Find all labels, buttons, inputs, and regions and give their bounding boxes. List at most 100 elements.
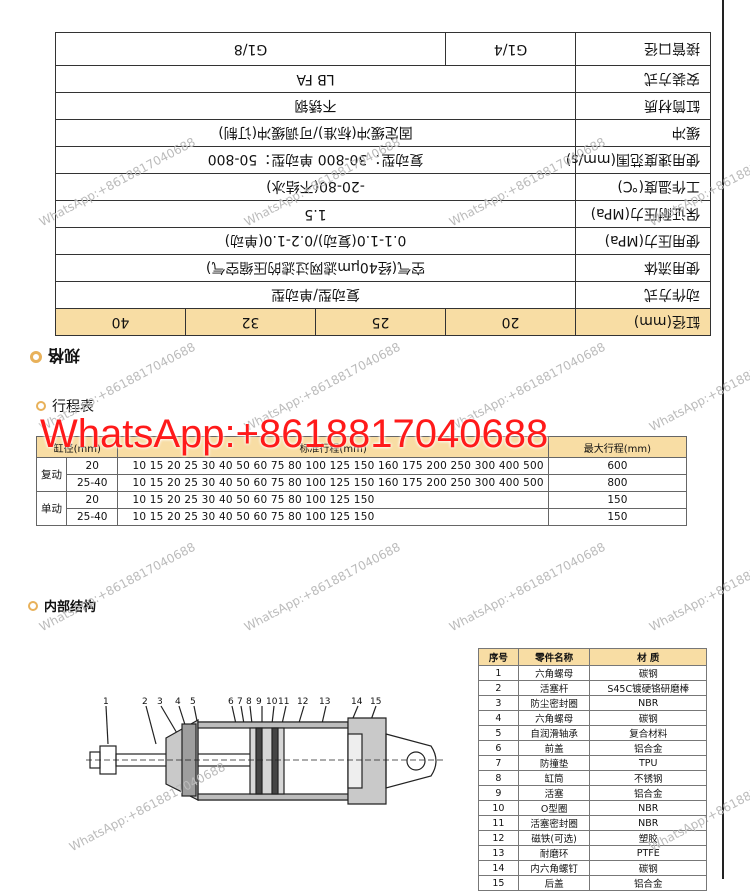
parts-no: 13 xyxy=(478,845,519,861)
stroke-row: 25-40 10 15 20 25 30 40 50 60 75 80 100 … xyxy=(37,474,688,492)
parts-name: 防尘密封圈 xyxy=(517,695,591,711)
parts-name: 自润滑轴承 xyxy=(517,725,591,741)
spec-row: 使用压力(MPa) 0.1-1.0(复动)/0.2-1.0(单动) xyxy=(55,227,711,255)
stroke-bore: 25-40 xyxy=(65,508,119,526)
parts-material: PTFE xyxy=(589,845,707,861)
drawing-label: 3 xyxy=(157,697,163,707)
parts-no: 10 xyxy=(478,800,519,816)
parts-material: TPU xyxy=(589,755,707,771)
parts-no: 8 xyxy=(478,770,519,786)
parts-header: 零件名称 xyxy=(517,648,591,666)
parts-no: 11 xyxy=(478,815,519,831)
bullet-icon xyxy=(28,600,38,611)
parts-no: 3 xyxy=(478,695,519,711)
parts-no: 6 xyxy=(478,740,519,756)
spec-label: 安装方式 xyxy=(575,65,711,93)
page-edge-line xyxy=(722,0,724,879)
parts-no: 2 xyxy=(478,680,519,696)
drawing-label: 6 xyxy=(228,697,234,707)
drawing-label: 9 xyxy=(256,697,262,707)
stroke-title-text: 行程表 xyxy=(52,399,94,415)
parts-material: NBR xyxy=(589,800,707,816)
parts-name: 活塞密封圈 xyxy=(517,815,591,831)
spec-row: 动作方式 复动型/单动型 xyxy=(55,281,711,309)
drawing-label: 12 xyxy=(297,697,308,707)
parts-name: 防撞垫 xyxy=(517,755,591,771)
parts-name: 耐磨环 xyxy=(517,845,591,861)
drawing-label: 15 xyxy=(370,697,381,707)
drawing-label: 1 xyxy=(103,697,109,707)
spec-row: 缸径(mm) 20 25 32 40 xyxy=(55,308,711,336)
parts-material: 碳钢 xyxy=(589,665,707,681)
stroke-bore: 20 xyxy=(65,491,119,509)
stroke-values: 10 15 20 25 30 40 50 60 75 80 100 125 15… xyxy=(117,457,549,475)
stroke-header: 缸径(mm) xyxy=(35,436,119,458)
section-structure-title: 内部结构 xyxy=(28,596,96,615)
cylinder-section-drawing: 1 2 3 4 5 6 7 8 9 10 11 12 13 14 15 xyxy=(86,697,446,805)
stroke-header: 最大行程(mm) xyxy=(547,436,688,458)
drawing-label: 8 xyxy=(246,697,252,707)
spec-cell: LB FA xyxy=(55,65,576,93)
parts-name: 活塞 xyxy=(517,785,591,801)
stroke-row: 单动 20 10 15 20 25 30 40 50 60 75 80 100 … xyxy=(36,491,688,526)
spec-cell: G1/4 xyxy=(445,32,576,66)
drawing-label: 11 xyxy=(278,697,289,707)
parts-material: 碳钢 xyxy=(589,860,707,876)
stroke-max: 150 xyxy=(547,491,688,509)
drawing-label: 2 xyxy=(142,697,148,707)
stroke-header-row: 缸径(mm) 标准行程(mm) 最大行程(mm) xyxy=(35,436,688,458)
stroke-values: 10 15 20 25 30 40 50 60 75 80 100 125 15… xyxy=(117,491,549,509)
parts-name: 后盖 xyxy=(517,875,591,891)
stroke-bore: 25-40 xyxy=(65,474,119,492)
parts-material: 不锈钢 xyxy=(589,770,707,786)
stroke-header: 标准行程(mm) xyxy=(117,436,549,458)
stroke-type: 单动 xyxy=(36,491,67,526)
parts-no: 1 xyxy=(478,665,519,681)
stroke-max: 150 xyxy=(547,508,688,526)
spec-label: 使用压力(MPa) xyxy=(575,227,711,255)
drawing-label: 5 xyxy=(190,697,196,707)
stroke-row: 25-40 10 15 20 25 30 40 50 60 75 80 100 … xyxy=(37,508,688,526)
watermark-text: WhatsApp:+8618817040688 xyxy=(241,539,403,635)
parts-material: 铝合金 xyxy=(589,785,707,801)
spec-row: 保证耐压力(MPa) 1.5 xyxy=(55,200,711,228)
watermark-text: WhatsApp:+8618817040688 xyxy=(646,539,750,635)
spec-cell: G1/8 xyxy=(55,32,446,66)
section-title-text: 规格 xyxy=(48,346,81,365)
stroke-max: 800 xyxy=(547,474,688,492)
parts-no: 9 xyxy=(478,785,519,801)
watermark-large: WhatsApp:+8618817040688 xyxy=(40,412,549,456)
spec-row: 接管口径 G1/4 G1/8 xyxy=(55,32,711,66)
stroke-type: 复动 xyxy=(36,457,67,492)
spec-cell: 不锈钢 xyxy=(55,92,576,120)
spec-cell: 复动型/单动型 xyxy=(55,281,576,309)
parts-no: 12 xyxy=(478,830,519,846)
spec-label: 使用流体 xyxy=(575,254,711,282)
stroke-table-title: 行程表 xyxy=(36,396,94,416)
parts-name: O型圈 xyxy=(517,800,591,816)
spec-row: 使用流体 空气(经40μm滤网过滤的压缩空气) xyxy=(55,254,711,282)
parts-header: 材 质 xyxy=(589,648,707,666)
stroke-values: 10 15 20 25 30 40 50 60 75 80 100 125 15… xyxy=(117,474,549,492)
spec-cell: 40 xyxy=(55,308,186,336)
parts-material: 铝合金 xyxy=(589,875,707,891)
spec-table: 缸径(mm) 20 25 32 40 动作方式 复动型/单动型 使用流体 空气(… xyxy=(55,32,711,336)
parts-name: 缸筒 xyxy=(517,770,591,786)
stroke-values: 10 15 20 25 30 40 50 60 75 80 100 125 15… xyxy=(117,508,549,526)
drawing-label: 13 xyxy=(319,697,330,707)
watermark-text: WhatsApp:+8618817040688 xyxy=(446,539,608,635)
spec-label: 缸筒材质 xyxy=(575,92,711,120)
drawing-label: 4 xyxy=(175,697,181,707)
parts-material: 铝合金 xyxy=(589,740,707,756)
